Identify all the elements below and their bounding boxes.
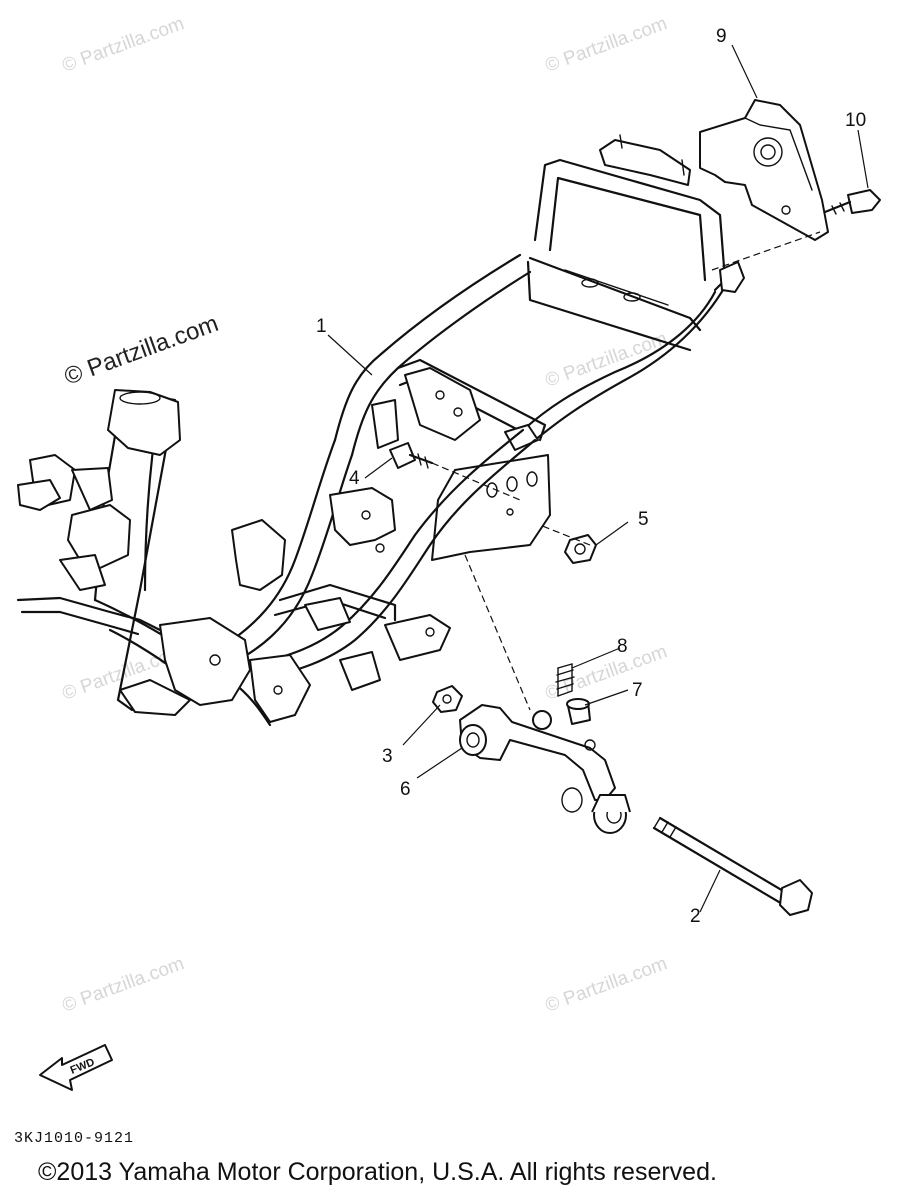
watermark: © Partzilla.com <box>60 953 187 1017</box>
watermark: © Partzilla.com <box>543 953 670 1017</box>
callout-leaders <box>327 44 869 913</box>
copyright-notice: ©2013 Yamaha Motor Corporation, U.S.A. A… <box>38 1158 717 1186</box>
callout-labels: 1 2 3 4 5 6 7 8 9 10 <box>316 26 866 927</box>
assembly-line <box>464 554 531 711</box>
callout-7: 7 <box>632 680 643 701</box>
watermark: © Partzilla.com <box>543 13 670 77</box>
collar-part <box>566 698 591 725</box>
fwd-arrow-icon: FWD <box>39 1044 113 1091</box>
callout-10: 10 <box>845 110 866 131</box>
assembly-line <box>711 231 821 271</box>
callout-6: 6 <box>400 779 411 800</box>
assembly-line <box>431 462 591 546</box>
frame-part <box>16 134 745 727</box>
nut-5-part <box>564 534 597 564</box>
bolt-10-part <box>823 189 881 215</box>
callout-1: 1 <box>316 316 327 337</box>
callout-2: 2 <box>690 906 701 927</box>
bracket-part <box>699 99 829 241</box>
spring-part <box>555 663 575 697</box>
watermark-prominent: © Partzilla.com <box>61 310 222 391</box>
callout-8: 8 <box>617 636 628 657</box>
link-arm-part <box>459 704 616 801</box>
callout-3: 3 <box>382 746 393 767</box>
watermark: © Partzilla.com <box>60 13 187 77</box>
diagram-code: 3KJ1010-9121 <box>14 1130 135 1147</box>
pivot-bolt-part <box>652 816 813 916</box>
callout-9: 9 <box>716 26 727 47</box>
bolt-4-part <box>389 442 434 469</box>
callout-5: 5 <box>638 509 649 530</box>
bushing-part <box>561 787 631 834</box>
callout-4: 4 <box>349 468 360 489</box>
